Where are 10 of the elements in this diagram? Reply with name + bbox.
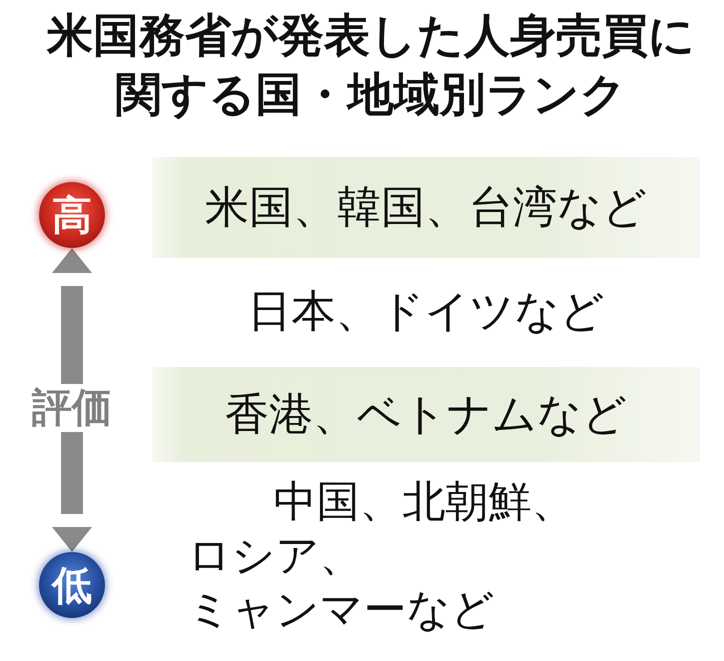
rank-circle: 高 <box>39 182 105 248</box>
country-band <box>152 157 700 258</box>
country-list: 日本、ドイツなど <box>248 282 604 341</box>
country-list: 中国、北朝鮮、ロシア、ミャンマーなど <box>187 476 665 638</box>
rank-circle: 低 <box>39 552 105 618</box>
country-list: 香港、ベトナムなど <box>225 385 627 444</box>
edge-label: 評価 <box>32 384 112 432</box>
country-band <box>152 367 700 462</box>
country-list: 米国、韓国、台湾など <box>205 178 647 237</box>
title: 米国務省が発表した人身売買に関する国・地域別ランク <box>46 7 696 123</box>
